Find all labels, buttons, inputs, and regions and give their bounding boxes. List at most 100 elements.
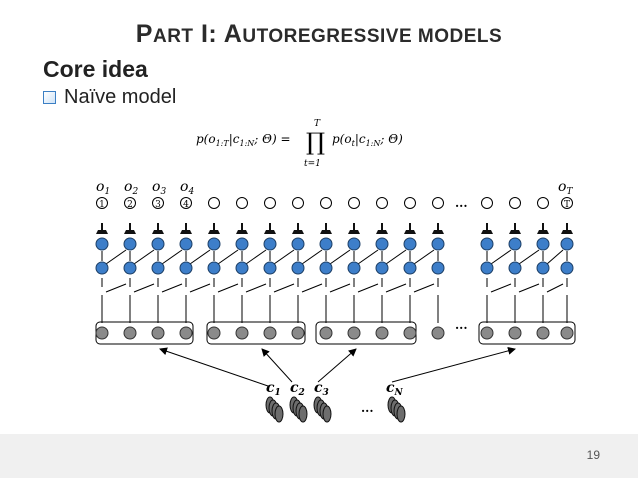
hidden-node-mid [95,261,109,275]
diagonal-connector [413,283,435,293]
encoder-node [95,326,109,340]
encoder-node [431,326,445,340]
hidden-node-top [95,237,109,251]
arrow-cN-to-groupN [391,346,516,383]
arrow-c2-to-group2 [261,348,293,383]
diagonal-connector [357,249,379,265]
prediction-glyph-icon [180,223,192,234]
likelihood-formula: p(o1:T|c1:N; Θ) = T ∏ t=1 p(ot|c1:N; Θ) [196,119,403,169]
slide-footer: 19 [0,434,638,478]
output-circle [481,197,493,209]
hidden-node-top [263,237,277,251]
encoder-node [347,326,361,340]
hidden-node-mid [319,261,333,275]
group-ellipsis: ... [455,318,468,332]
chunk-ellipsis: ... [361,401,374,415]
output-circle [292,197,304,209]
output-circle [348,197,360,209]
hidden-node-mid [179,261,193,275]
title-part: ART [152,26,194,47]
encoder-node [508,326,522,340]
hidden-node-mid [291,261,305,275]
hidden-node-mid [508,261,522,275]
encoder-node [207,326,221,340]
hidden-node-mid [151,261,165,275]
prediction-glyph-icon [96,223,108,234]
input-frame-icon [322,405,332,423]
prediction-glyph-icon [264,223,276,234]
output-label-o2: o2 [124,179,138,197]
hidden-node-top [560,237,574,251]
hidden-node-mid [403,261,417,275]
output-label-o4: o4 [180,179,194,197]
formula-lhs: p(o1:T|c1:N; Θ) = [196,132,291,148]
hidden-node-top [480,237,494,251]
hidden-node-mid [375,261,389,275]
hidden-node-top [123,237,137,251]
bullet-text: Naïve model [64,86,177,108]
diagonal-connector [273,249,295,265]
encoder-node [319,326,333,340]
encoder-node [560,326,574,340]
diagonal-connector [245,283,267,293]
prediction-glyph-icon [376,223,388,234]
output-circle [376,197,388,209]
chunk-label-c1: c1 [266,380,281,398]
encoder-node [291,326,305,340]
output-label-oT: oT [558,179,573,197]
prediction-glyph-icon [320,223,332,234]
diagonal-connector [217,283,239,293]
hidden-node-top [403,237,417,251]
hidden-node-mid [263,261,277,275]
diagonal-connector [490,249,512,265]
diagonal-connector [490,283,512,293]
hidden-node-top [207,237,221,251]
encoder-node [375,326,389,340]
diagonal-connector [133,283,155,293]
diagonal-connector [301,249,323,265]
diagonal-connector [518,249,540,265]
chunk-label-c3: c3 [314,380,329,398]
hidden-node-mid [480,261,494,275]
encoder-node [179,326,193,340]
diagonal-connector [217,249,239,265]
prediction-glyph-icon [208,223,220,234]
input-frame-icon [298,405,308,423]
encoder-group-box [206,321,306,345]
diagonal-connector [329,249,351,265]
diagonal-connector [413,249,435,265]
bullet-item: Naïve model [43,86,176,109]
diagonal-connector [301,283,323,293]
title-mid: I: [193,20,224,48]
formula-product-top: T [314,119,321,129]
arrow-c1-to-group1 [159,347,269,387]
title-autoregressive: UTOREGRESSIVE MODELS [242,26,503,47]
encoder-group-box [95,321,194,345]
output-circle [404,197,416,209]
connection-lines [101,249,568,323]
chunk-label-c2: c2 [290,380,305,398]
hidden-node-mid [536,261,550,275]
diagonal-connector [105,249,127,265]
network-nodes [95,223,574,340]
checkbox-bullet-icon [43,91,56,104]
diagonal-connector [357,283,379,293]
encoder-node [263,326,277,340]
prediction-glyph-icon [509,223,521,234]
output-ellipsis: ... [455,196,468,210]
input-frame-icon [396,405,406,423]
hidden-node-mid [560,261,574,275]
output-marker-circle [561,197,573,209]
formula-product-symbol: ∏ [306,128,325,156]
section-heading: Core idea [43,56,148,82]
input-frame-icon [274,405,284,423]
title-initial-a: A [223,20,243,48]
diagonal-connector [385,283,407,293]
hidden-node-top [151,237,165,251]
output-circle [537,197,549,209]
diagonal-connector [273,283,295,293]
hidden-node-mid [347,261,361,275]
output-marker-1: 1 [99,200,105,210]
hidden-node-top [431,237,445,251]
